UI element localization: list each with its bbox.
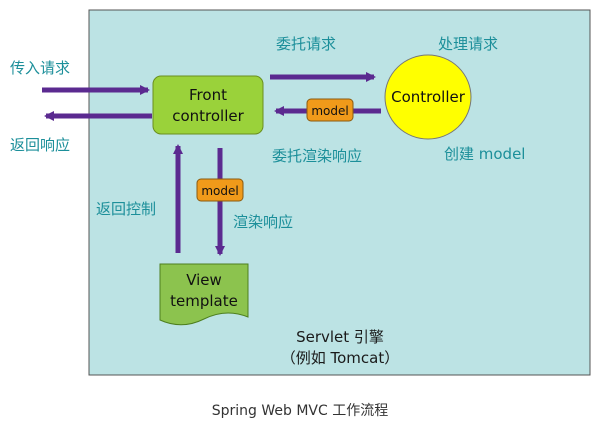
delegate-render-response-label: 委托渲染响应 — [272, 147, 362, 165]
model-tag-top — [306, 98, 354, 122]
render-response-label: 渲染响应 — [233, 213, 293, 231]
model-tag-top-label: model — [311, 104, 348, 118]
model-tag-bottom-label: model — [201, 184, 238, 198]
delegate-request-label: 委托请求 — [276, 35, 336, 53]
create-model-label: 创建 model — [444, 145, 525, 163]
model-tag-bottom — [196, 178, 244, 202]
servlet-engine-example-label: （例如 Tomcat） — [281, 349, 400, 367]
view-template-label-1: View — [186, 271, 222, 289]
front-controller-label-2: controller — [172, 107, 244, 125]
view-template-label-2: template — [170, 292, 238, 310]
controller-circle — [384, 54, 472, 140]
handle-request-label: 处理请求 — [438, 35, 498, 53]
view-template-shape — [159, 263, 249, 326]
front-controller-label-1: Front — [189, 86, 227, 104]
controller-label: Controller — [391, 88, 466, 106]
return-response-label: 返回响应 — [10, 136, 70, 154]
incoming-request-label: 传入请求 — [10, 59, 70, 77]
servlet-engine-label: Servlet 引擎 — [296, 328, 384, 346]
front-controller-box — [152, 75, 264, 135]
figure-caption: Spring Web MVC 工作流程 — [211, 403, 389, 419]
return-control-label: 返回控制 — [96, 200, 156, 218]
